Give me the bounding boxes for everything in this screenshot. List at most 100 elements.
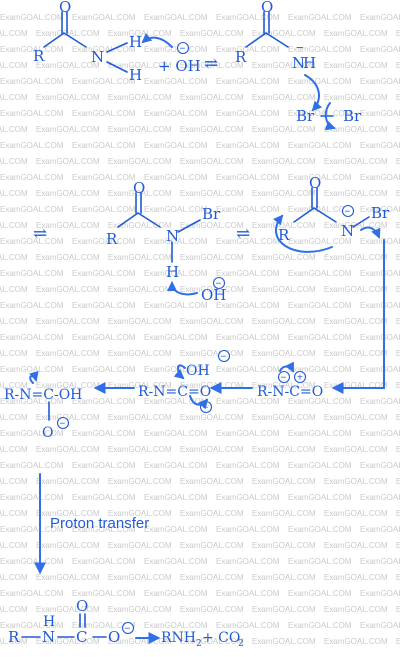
watermark-text: ExamGOAL.COM <box>144 109 208 118</box>
isocyanate-label: R-N=C=O <box>138 384 211 400</box>
watermark-text: ExamGOAL.COM <box>396 189 400 198</box>
watermark-text: ExamGOAL.COM <box>324 285 388 294</box>
watermark-text: ExamGOAL.COM <box>0 269 64 278</box>
carbamate-hydrogen: H <box>43 614 55 630</box>
watermark-text: ExamGOAL.COM <box>108 317 172 326</box>
anion2-r-group: R <box>278 226 290 244</box>
watermark-text: ExamGOAL.COM <box>252 93 316 102</box>
watermark-text: ExamGOAL.COM <box>0 525 64 534</box>
watermark-text: ExamGOAL.COM <box>324 61 388 70</box>
watermark-text: ExamGOAL.COM <box>0 589 64 598</box>
watermark-text: ExamGOAL.COM <box>252 157 316 166</box>
watermark-text: ExamGOAL.COM <box>108 573 172 582</box>
watermark-text: ExamGOAL.COM <box>36 637 100 646</box>
watermark-text: ExamGOAL.COM <box>108 189 172 198</box>
n-bromoamide-structure: O R N Br H <box>106 179 221 281</box>
watermark-text: ExamGOAL.COM <box>216 429 280 438</box>
watermark-text: ExamGOAL.COM <box>0 573 28 582</box>
watermark-text: ExamGOAL.COM <box>72 45 136 54</box>
watermark-text: ExamGOAL.COM <box>288 365 352 374</box>
watermark-text: ExamGOAL.COM <box>324 157 388 166</box>
watermark-text: ExamGOAL.COM <box>108 477 172 486</box>
watermark-text: ExamGOAL.COM <box>72 525 136 534</box>
watermark-text: ExamGOAL.COM <box>216 557 280 566</box>
watermark-text: ExamGOAL.COM <box>72 141 136 150</box>
watermark-text: ExamGOAL.COM <box>288 205 352 214</box>
watermark-text: ExamGOAL.COM <box>144 269 208 278</box>
watermark-text: ExamGOAL.COM <box>72 493 136 502</box>
watermark-text: ExamGOAL.COM <box>0 541 28 550</box>
equilibrium-arrow-3: ⇌ <box>236 224 250 244</box>
watermark-text: ExamGOAL.COM <box>72 557 136 566</box>
anion-r-group: R <box>235 48 247 66</box>
carbonyl-oxygen: O <box>59 0 71 16</box>
watermark-text: ExamGOAL.COM <box>108 285 172 294</box>
watermark-text: ExamGOAL.COM <box>0 429 64 438</box>
watermark-text: ExamGOAL.COM <box>0 349 28 358</box>
amine-subscript: 2 <box>196 639 202 649</box>
watermark-text: ExamGOAL.COM <box>144 13 208 22</box>
watermark-text: ExamGOAL.COM <box>180 413 244 422</box>
watermark-text: ExamGOAL.COM <box>396 637 400 646</box>
oh-attack-arrow <box>173 364 186 380</box>
watermark-text: ExamGOAL.COM <box>360 205 400 214</box>
watermark-text: ExamGOAL.COM <box>216 397 280 406</box>
watermark-text: ExamGOAL.COM <box>108 413 172 422</box>
watermark-text: ExamGOAL.COM <box>252 317 316 326</box>
watermark-text: ExamGOAL.COM <box>216 77 280 86</box>
watermark-text: ExamGOAL.COM <box>324 445 388 454</box>
watermark-text: ExamGOAL.COM <box>396 29 400 38</box>
watermark-text: ExamGOAL.COM <box>0 29 28 38</box>
watermark-text: ExamGOAL.COM <box>72 77 136 86</box>
watermark-text: ExamGOAL.COM <box>180 93 244 102</box>
watermark-text: ExamGOAL.COM <box>144 45 208 54</box>
hydroxide-2-label: OH <box>201 286 226 304</box>
watermark-text: ExamGOAL.COM <box>180 349 244 358</box>
watermark-text: ExamGOAL.COM <box>36 93 100 102</box>
watermark-text: ExamGOAL.COM <box>0 93 28 102</box>
watermark-text: ExamGOAL.COM <box>396 93 400 102</box>
bromine-molecule: Br Br <box>296 102 362 131</box>
watermark-text: ExamGOAL.COM <box>324 349 388 358</box>
watermark-text: ExamGOAL.COM <box>252 29 316 38</box>
carbamate-structure: R N H C O O − <box>8 597 135 646</box>
deprotonation-arrow <box>167 281 198 296</box>
watermark-text: ExamGOAL.COM <box>144 525 208 534</box>
amide-hydrogen-bottom: H <box>129 66 142 84</box>
watermark-text: ExamGOAL.COM <box>108 253 172 262</box>
anion-charge: − <box>296 40 304 55</box>
watermark-text: ExamGOAL.COM <box>396 349 400 358</box>
watermark-text: ExamGOAL.COM <box>216 45 280 54</box>
watermark-text: ExamGOAL.COM <box>216 589 280 598</box>
watermark-text: ExamGOAL.COM <box>360 621 400 630</box>
watermark-text: ExamGOAL.COM <box>396 445 400 454</box>
carbamate-carbonyl-oxygen: O <box>76 597 88 615</box>
watermark-text: ExamGOAL.COM <box>108 509 172 518</box>
watermark-text: ExamGOAL.COM <box>36 125 100 134</box>
amide-nitrogen: N <box>91 48 104 66</box>
proton-transfer-label: Proton transfer <box>50 515 149 532</box>
anion2-nitrogen: N <box>341 222 354 240</box>
watermark-text: ExamGOAL.COM <box>288 493 352 502</box>
watermark-text: ExamGOAL.COM <box>0 461 64 470</box>
watermark-text: ExamGOAL.COM <box>252 637 316 646</box>
watermark-text: ExamGOAL.COM <box>72 13 136 22</box>
watermark-text: ExamGOAL.COM <box>180 253 244 262</box>
watermark-text: ExamGOAL.COM <box>252 541 316 550</box>
bromine-atom-1: Br <box>296 107 315 125</box>
watermark-text: ExamGOAL.COM <box>0 605 28 614</box>
watermark-text: ExamGOAL.COM <box>216 493 280 502</box>
svg-text:+: + <box>297 373 303 384</box>
watermark-text: ExamGOAL.COM <box>36 29 100 38</box>
watermark-text: ExamGOAL.COM <box>144 301 208 310</box>
watermark-text: ExamGOAL.COM <box>360 333 400 342</box>
watermark-text: ExamGOAL.COM <box>180 637 244 646</box>
watermark-text: ExamGOAL.COM <box>144 237 208 246</box>
watermark-text: ExamGOAL.COM <box>288 173 352 182</box>
co2-product: + CO <box>202 630 240 646</box>
watermark-text: ExamGOAL.COM <box>0 317 28 326</box>
watermark-text: ExamGOAL.COM <box>252 125 316 134</box>
watermark-text: ExamGOAL.COM <box>0 477 28 486</box>
equilibrium-arrow-2: ⇌ <box>33 224 47 244</box>
watermark-text: ExamGOAL.COM <box>396 221 400 230</box>
